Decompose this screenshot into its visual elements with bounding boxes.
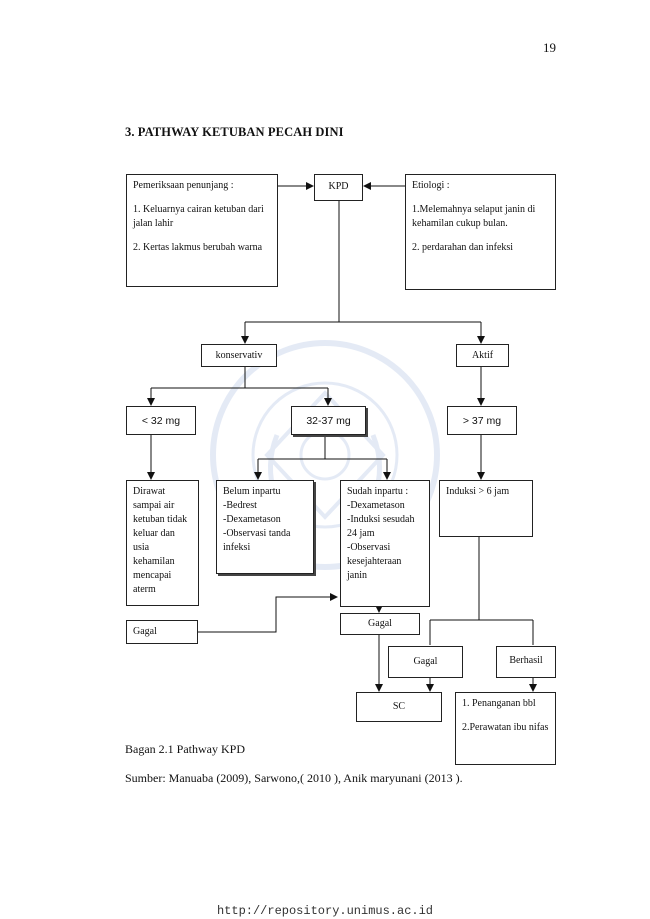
aktif-box: Aktif (456, 344, 509, 367)
kpd-label: KPD (328, 181, 349, 192)
sudah-title: Sudah inpartu : (347, 486, 409, 497)
gt37-label: > 37 mg (462, 415, 502, 427)
pemeriksaan-item-2: 2. Kertas lakmus berubah warna (133, 242, 263, 253)
dirawat-text: Dirawat sampai air ketuban tidak keluar … (133, 486, 188, 595)
figure-source: Sumber: Manuaba (2009), Sarwono,( 2010 )… (125, 771, 463, 785)
belum-title: Belum inpartu (223, 486, 281, 497)
penanganan-box: 1. Penanganan bbl 2.Perawatan ibu nifas (455, 692, 556, 765)
etiologi-title: Etiologi : (412, 180, 450, 191)
lt32-label: < 32 mg (141, 415, 181, 427)
penanganan-item-1: 1. Penanganan bbl (462, 698, 536, 709)
konservativ-label: konservativ (215, 350, 263, 361)
dirawat-box: Dirawat sampai air ketuban tidak keluar … (126, 480, 199, 606)
belum-item: -Dexametason (223, 514, 281, 525)
induksi-box: Induksi > 6 jam (439, 480, 533, 537)
gagal-mid-box: Gagal (340, 613, 420, 635)
sc-label: SC (392, 701, 406, 712)
figure-caption: Bagan 2.1 Pathway KPD (125, 742, 245, 756)
belum-item: -Bedrest (223, 500, 257, 511)
etiologi-box: Etiologi : 1.Melemahnya selaput janin di… (405, 174, 556, 290)
pemeriksaan-item-1: 1. Keluarnya cairan ketuban dari jalan l… (133, 204, 264, 229)
etiologi-item-1: 1.Melemahnya selaput janin di kehamilan … (412, 204, 536, 229)
gagal-right-label: Gagal (413, 656, 438, 667)
aktif-label: Aktif (471, 350, 494, 361)
sudah-inpartu-box: Sudah inpartu : -Dexametason -Induksi se… (340, 480, 430, 607)
belum-inpartu-box: Belum inpartu -Bedrest -Dexametason -Obs… (216, 480, 314, 574)
berhasil-label: Berhasil (509, 655, 543, 666)
footer-url[interactable]: http://repository.unimus.ac.id (216, 904, 434, 918)
mid-range-label: 32-37 mg (306, 415, 351, 427)
penanganan-item-2: 2.Perawatan ibu nifas (462, 722, 549, 733)
pemeriksaan-penunjang-box: Pemeriksaan penunjang : 1. Keluarnya cai… (126, 174, 278, 287)
gagal-left-box: Gagal (126, 620, 198, 644)
gagal-right-box: Gagal (388, 646, 463, 678)
gagal-left-label: Gagal (133, 626, 157, 637)
gt37-box: > 37 mg (447, 406, 517, 435)
induksi-text: Induksi > 6 jam (446, 486, 510, 497)
kpd-box: KPD (314, 174, 363, 201)
belum-item: -Observasi tanda infeksi (223, 528, 291, 553)
section-title: 3. PATHWAY KETUBAN PECAH DINI (125, 125, 344, 139)
berhasil-box: Berhasil (496, 646, 556, 678)
sc-box: SC (356, 692, 442, 722)
konservativ-box: konservativ (201, 344, 277, 367)
gagal-mid-label: Gagal (368, 618, 392, 629)
lt32-box: < 32 mg (126, 406, 196, 435)
sudah-item: -Dexametason (347, 500, 405, 511)
pemeriksaan-title: Pemeriksaan penunjang : (133, 180, 234, 191)
sudah-item: -Observasi kesejahteraan janin (347, 542, 402, 581)
page-number: 19 (543, 40, 556, 55)
sudah-item: -Induksi sesudah 24 jam (347, 514, 415, 539)
etiologi-item-2: 2. perdarahan dan infeksi (412, 242, 514, 253)
mid-range-box: 32-37 mg (291, 406, 366, 435)
